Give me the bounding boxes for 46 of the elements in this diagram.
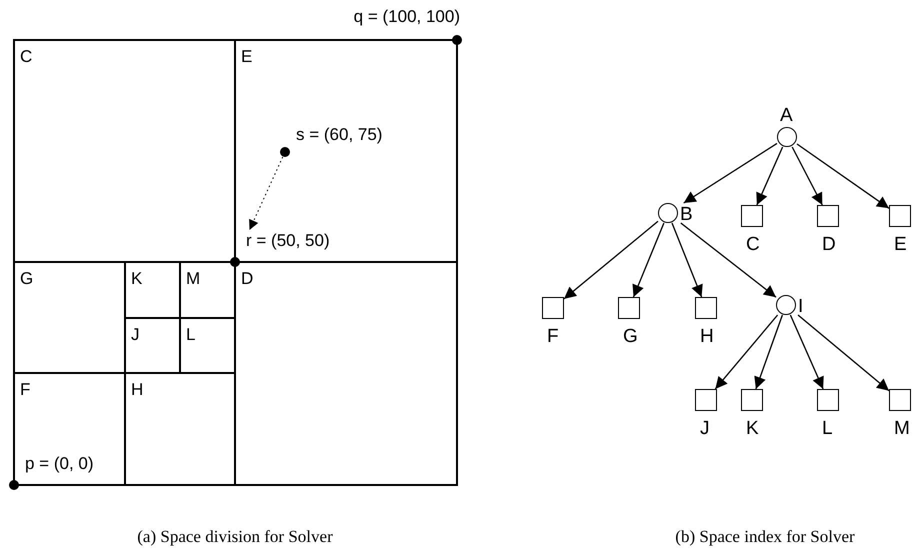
node-label: H [700,327,714,346]
region-label: K [131,270,142,287]
figure-caption: (a) Space division for Solver [137,528,333,545]
arrow [796,143,890,209]
node-label: M [894,419,910,438]
region-label: H [131,381,144,398]
region-label: F [20,381,30,398]
dotted-arrow [249,156,284,230]
node-label: D [822,235,836,254]
node-label: F [547,327,559,346]
region-cell [13,39,236,263]
region-label: D [241,270,254,287]
arrow [564,220,658,300]
region-label: C [20,48,32,65]
coordinate-label: q = (100, 100) [354,8,460,25]
figure-caption: (b) Space index for Solver [675,528,855,545]
node-label: A [780,106,793,125]
region-label: G [20,270,34,287]
node-label: G [623,327,638,346]
region-label: M [186,270,200,287]
node-label: I [798,297,804,316]
arrow [632,222,664,298]
region-cell [13,372,126,486]
arrow [798,314,890,392]
node-label: C [746,235,760,254]
arrow [754,314,784,390]
node-label: K [746,419,759,438]
coordinate-label: s = (60, 75) [296,126,382,143]
arrow [680,222,776,298]
arrow [683,142,778,204]
arrow [756,146,784,206]
region-cell [234,39,458,263]
arrow [792,146,823,206]
arrow [790,314,824,390]
region-label: L [186,326,196,343]
region-cell [234,261,458,486]
region-label: E [241,48,252,65]
coordinate-label: p = (0, 0) [25,455,94,472]
coordinate-label: r = (50, 50) [246,232,330,249]
node-label: L [822,419,833,438]
node-label: E [894,235,907,254]
arrow [671,222,703,298]
node-label: B [680,205,693,224]
arrow [714,314,778,390]
node-label: J [700,419,710,438]
region-label: J [131,326,140,343]
